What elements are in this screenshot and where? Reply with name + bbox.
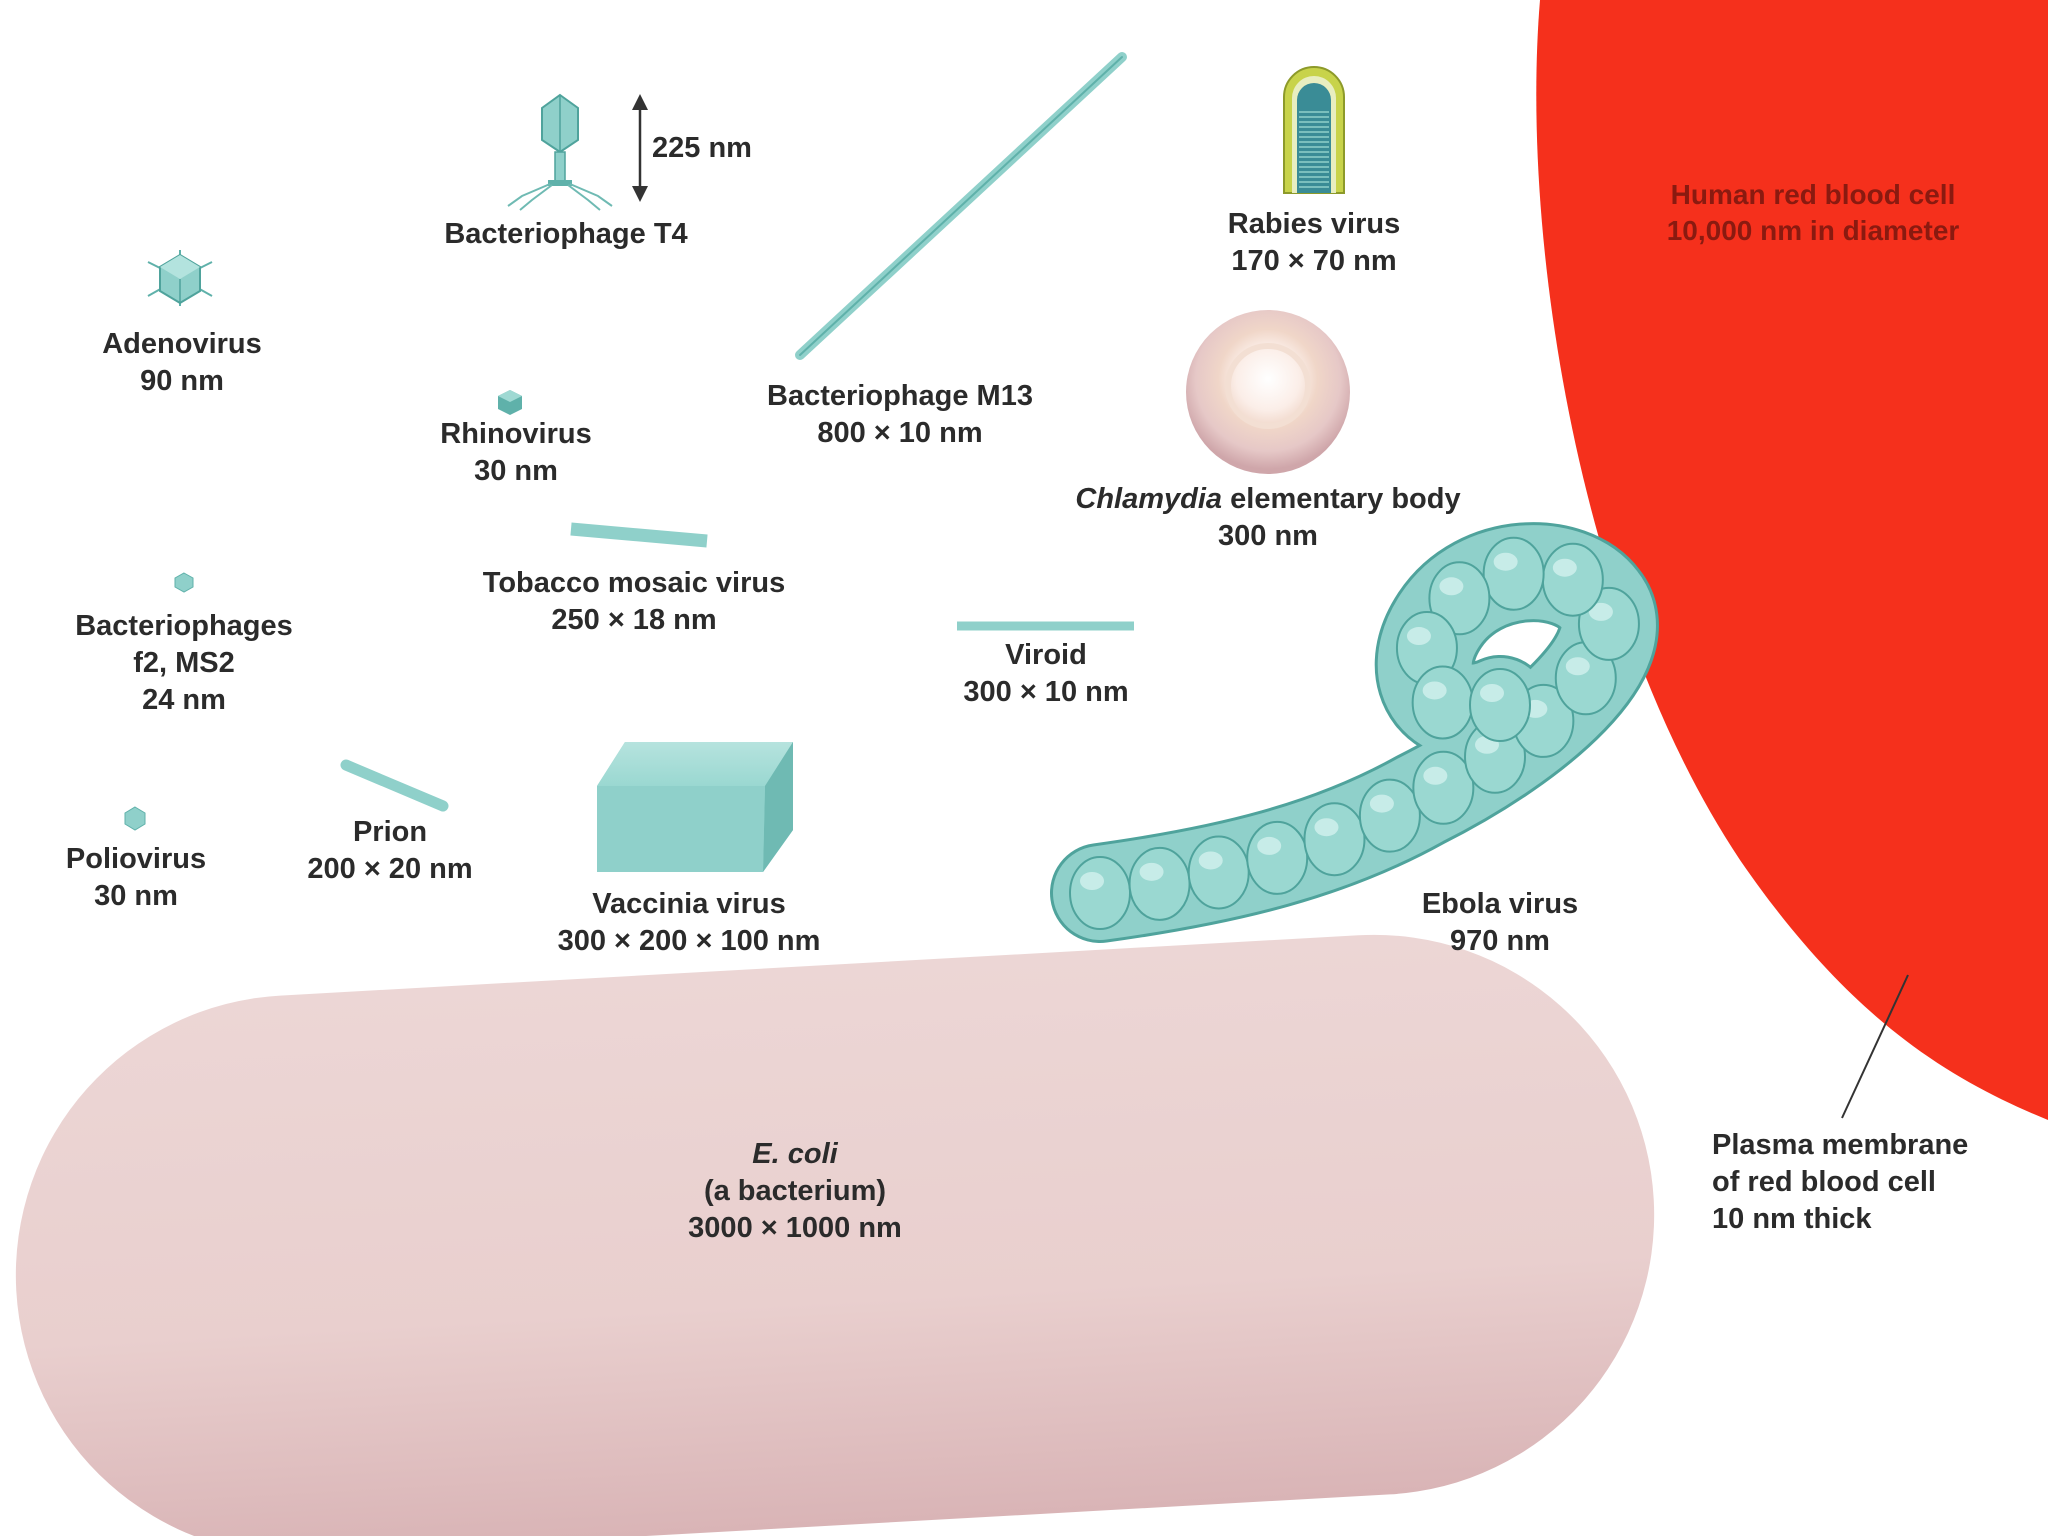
- vaccinia-virus-shape: [597, 742, 793, 872]
- ebola-segment: [1411, 665, 1474, 740]
- bacteriophage-t4-size: 225 nm: [652, 132, 752, 164]
- ebola-segment-highlight: [1422, 681, 1447, 700]
- viroid-size: 300 × 10 nm: [963, 676, 1129, 708]
- rhinovirus-size: 30 nm: [474, 455, 558, 487]
- ebola-segment-highlight: [1439, 577, 1464, 596]
- tobacco-mosaic-virus-name: Tobacco mosaic virus: [482, 567, 786, 599]
- ebola-segment-highlight: [1257, 836, 1282, 855]
- adenovirus-size: 90 nm: [140, 365, 224, 397]
- ebola-segment-highlight: [1139, 862, 1164, 881]
- adenovirus-label: Adenovirus 90 nm: [102, 326, 262, 400]
- rhinovirus-label: Rhinovirus 30 nm: [440, 416, 591, 490]
- ebola-virus-label: Ebola virus 970 nm: [1422, 886, 1578, 960]
- plasma-membrane-line3: 10 nm thick: [1712, 1203, 1872, 1235]
- ebola-segment-highlight: [1552, 558, 1577, 577]
- ebola-segment: [1187, 835, 1250, 910]
- ebola-segment: [1358, 778, 1421, 853]
- chlamydia-shape: [1186, 310, 1350, 474]
- bacteriophage-m13-name: Bacteriophage M13: [767, 380, 1033, 412]
- membrane-pointer-line: [1841, 974, 1909, 1119]
- adenovirus-shape: [147, 250, 213, 306]
- ebola-virus-size: 970 nm: [1450, 925, 1550, 957]
- ecoli-description: (a bacterium): [703, 1175, 887, 1207]
- ebola-segment-highlight: [1369, 794, 1394, 813]
- bacteriophage-f2-ms2-shape: [174, 572, 194, 593]
- red-blood-cell-label: Human red blood cell 10,000 nm in diamet…: [1667, 177, 1960, 249]
- adenovirus-name: Adenovirus: [102, 328, 262, 360]
- ebola-segment: [1541, 542, 1604, 617]
- ebola-segment-highlight: [1565, 657, 1590, 676]
- ebola-segment: [1303, 802, 1366, 877]
- ecoli-size: 3000 × 1000 nm: [688, 1212, 902, 1244]
- ebola-virus-shape: [1050, 522, 1659, 943]
- chlamydia-inner-ring: [1225, 343, 1311, 429]
- vaccinia-virus-size: 300 × 200 × 100 nm: [557, 925, 821, 957]
- prion-name: Prion: [352, 816, 428, 848]
- bacteriophages-name: Bacteriophages: [75, 610, 293, 642]
- rabies-virus-label: Rabies virus 170 × 70 nm: [1228, 206, 1400, 280]
- prion-label: Prion 200 × 20 nm: [307, 814, 472, 888]
- rabies-virus-shape: [1283, 66, 1345, 194]
- ebola-segment: [1246, 820, 1309, 895]
- viroid-label: Viroid 300 × 10 nm: [963, 637, 1128, 711]
- bacteriophage-t4-name: Bacteriophage T4: [444, 218, 688, 250]
- chlamydia-size: 300 nm: [1218, 520, 1318, 552]
- ebola-segment: [1128, 846, 1191, 921]
- ebola-segment: [1482, 536, 1545, 611]
- ebola-segment-highlight: [1198, 851, 1223, 870]
- bacteriophages-strains: f2, MS2: [133, 647, 235, 679]
- chlamydia-name: Chlamydia elementary body: [1075, 481, 1460, 518]
- bacteriophages-f2-ms2-label: Bacteriophages f2, MS2 24 nm: [75, 608, 293, 719]
- ecoli-name: E. coli: [752, 1138, 838, 1170]
- t4-size-arrow: [632, 94, 648, 202]
- chlamydia-label: Chlamydia elementary body 300 nm: [1075, 481, 1460, 555]
- bacteriophage-m13-label: Bacteriophage M13 800 × 10 nm: [767, 378, 1033, 452]
- poliovirus-label: Poliovirus 30 nm: [66, 841, 206, 915]
- poliovirus-size: 30 nm: [94, 880, 178, 912]
- ecoli-shape: [15, 934, 1655, 1536]
- ebola-segment-highlight: [1493, 552, 1518, 571]
- rhinovirus-name: Rhinovirus: [440, 418, 592, 450]
- tobacco-mosaic-virus-shape: [570, 522, 708, 548]
- prion-size: 200 × 20 nm: [307, 853, 473, 885]
- rhinovirus-shape: [498, 390, 522, 415]
- ebola-segment-highlight: [1406, 627, 1431, 646]
- poliovirus-shape: [124, 806, 146, 831]
- bacteriophage-t4-shape: [507, 93, 613, 211]
- chlamydia-name-italic: Chlamydia: [1075, 483, 1223, 515]
- bacteriophage-t4-label: Bacteriophage T4: [444, 216, 687, 253]
- ebola-segment-highlight: [1080, 872, 1104, 890]
- prion-shape: [340, 759, 449, 812]
- ebola-segment: [1069, 856, 1131, 930]
- viroid-name: Viroid: [1005, 639, 1087, 671]
- bacteriophage-t4-size-label: 225 nm: [652, 130, 752, 167]
- rabies-virus-name: Rabies virus: [1227, 208, 1401, 240]
- ebola-segment-highlight: [1480, 684, 1504, 702]
- plasma-membrane-label: Plasma membrane of red blood cell 10 nm …: [1712, 1127, 1968, 1238]
- bacteriophages-size: 24 nm: [142, 684, 226, 716]
- red-blood-cell-size: 10,000 nm in diameter: [1666, 215, 1960, 246]
- ebola-segment-highlight: [1423, 766, 1448, 785]
- red-blood-cell: [1536, 0, 2048, 1120]
- vaccinia-virus-label: Vaccinia virus 300 × 200 × 100 nm: [558, 886, 821, 960]
- ebola-segment-highlight: [1588, 602, 1613, 621]
- ebola-segment: [1469, 668, 1531, 742]
- red-blood-cell-name: Human red blood cell: [1670, 179, 1956, 210]
- plasma-membrane-line2: of red blood cell: [1712, 1166, 1936, 1198]
- tobacco-mosaic-virus-size: 250 × 18 nm: [551, 604, 717, 636]
- rabies-virus-size: 170 × 70 nm: [1231, 245, 1397, 277]
- vaccinia-virus-name: Vaccinia virus: [592, 888, 786, 920]
- tobacco-mosaic-virus-label: Tobacco mosaic virus 250 × 18 nm: [483, 565, 785, 639]
- bacteriophage-m13-size: 800 × 10 nm: [817, 417, 983, 449]
- m13-outline: [799, 56, 1123, 356]
- plasma-membrane-line1: Plasma membrane: [1712, 1129, 1969, 1161]
- ecoli-label: E. coli (a bacterium) 3000 × 1000 nm: [688, 1136, 902, 1247]
- ebola-segment-highlight: [1314, 818, 1339, 837]
- chlamydia-name-rest: elementary body: [1222, 483, 1461, 515]
- ebola-virus-name: Ebola virus: [1421, 888, 1579, 920]
- poliovirus-name: Poliovirus: [65, 843, 207, 875]
